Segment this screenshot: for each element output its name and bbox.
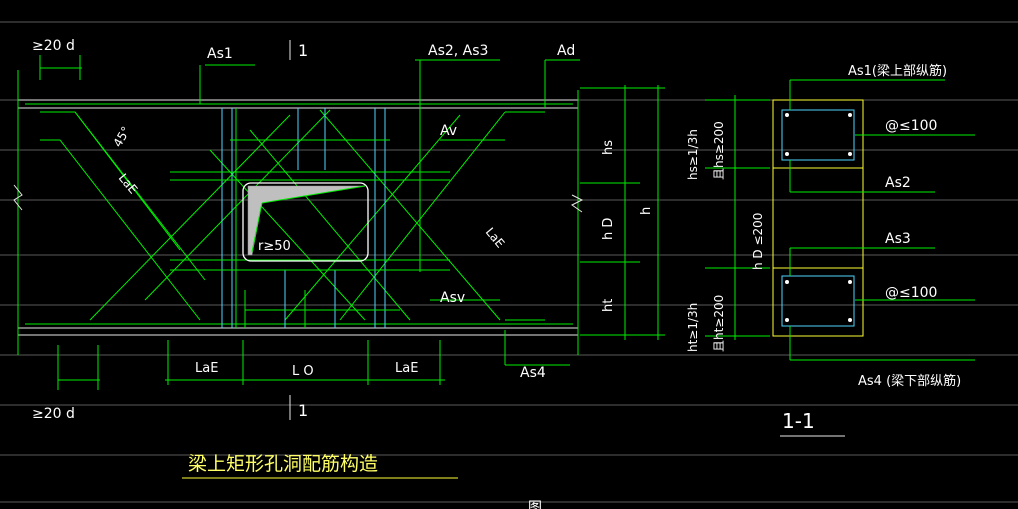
dimension-lines bbox=[39, 40, 665, 420]
section-as2: As2 bbox=[885, 175, 911, 191]
section-as3: As3 bbox=[885, 231, 911, 247]
section-as1-label: As1(梁上部纵筋) bbox=[848, 63, 947, 79]
dim-lae-left: LaE bbox=[195, 361, 218, 376]
label-as4: As4 bbox=[520, 365, 546, 381]
section-mark-bottom: 1 bbox=[298, 401, 308, 420]
label-hd: h D bbox=[601, 218, 616, 240]
rule-hd: h D ≤200 bbox=[751, 213, 765, 270]
label-min20d-bottom: ≥20 d bbox=[32, 406, 75, 422]
section-title: 1-1 bbox=[782, 409, 815, 433]
label-hs: hs bbox=[601, 140, 616, 155]
footer-partial: 图 bbox=[528, 500, 542, 509]
label-lae-right: LaE bbox=[483, 225, 508, 251]
section-spacing-top: @≤100 bbox=[885, 118, 937, 134]
section-spacing-bottom: @≤100 bbox=[885, 285, 937, 301]
rectangular-opening bbox=[242, 182, 369, 262]
rule-ht: ht≥1/3h bbox=[686, 303, 700, 352]
label-asv: Asv bbox=[440, 290, 465, 306]
diagonal-rebars bbox=[74, 109, 506, 321]
rule-hs-2: 且hs≥200 bbox=[712, 121, 726, 180]
dim-lo: L O bbox=[292, 364, 314, 379]
section-1-1 bbox=[705, 79, 975, 437]
background-grid bbox=[0, 21, 1018, 503]
label-as2-as3: As2, As3 bbox=[428, 43, 488, 59]
drawing-title: 梁上矩形孔洞配筋构造 bbox=[188, 453, 378, 475]
beam-outline bbox=[13, 70, 584, 355]
label-ad: Ad bbox=[557, 43, 575, 59]
label-radius: r≥50 bbox=[258, 239, 291, 254]
rule-ht-2: 且ht≥200 bbox=[712, 295, 726, 352]
label-h: h bbox=[639, 207, 654, 215]
label-angle: 45° bbox=[110, 124, 133, 149]
dim-lae-right: LaE bbox=[395, 361, 418, 376]
label-av: Av bbox=[440, 123, 457, 139]
section-mark-top: 1 bbox=[298, 41, 308, 60]
rule-hs: hs≥1/3h bbox=[686, 129, 700, 180]
section-as4-label: As4 (梁下部纵筋) bbox=[858, 373, 961, 389]
label-as1: As1 bbox=[207, 46, 233, 62]
label-min20d-top: ≥20 d bbox=[32, 38, 75, 54]
label-ht: ht bbox=[601, 299, 616, 312]
longitudinal-rebars bbox=[25, 103, 573, 325]
opening-stirrups bbox=[170, 108, 450, 328]
